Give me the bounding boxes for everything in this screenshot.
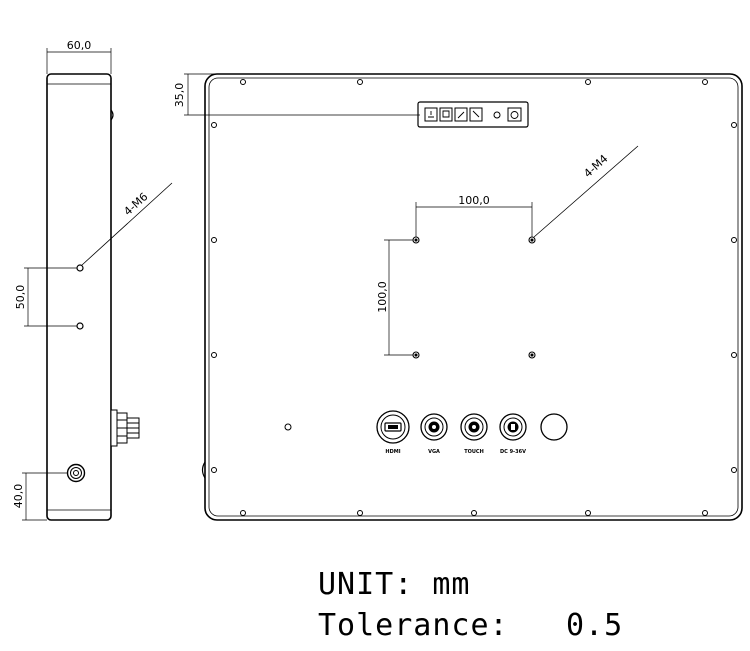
m6-hole [76, 264, 84, 272]
port-label-dc: DC 9-36V [500, 449, 526, 455]
side-view-body [46, 73, 112, 521]
tolerance-value: 0.5 [566, 608, 623, 643]
button-panel [417, 101, 529, 128]
side-connector [110, 409, 140, 447]
port-label-hdmi: HDMI [385, 449, 400, 455]
vesa-holes [412, 236, 536, 359]
border-screws [211, 79, 737, 516]
dc-port [499, 413, 527, 441]
m6-hole-label: 4-M6 [121, 190, 150, 218]
unit-note: UNIT: mm [318, 567, 471, 602]
hdmi-port [376, 410, 410, 444]
vesa-vertical-dim: 100,0 [376, 281, 389, 313]
tolerance-label: Tolerance: [318, 608, 509, 643]
rear-top-dim: 35,0 [173, 83, 186, 108]
vga-port [420, 413, 448, 441]
side-width-dim: 60,0 [67, 39, 92, 52]
blank-plug [540, 413, 568, 441]
side-hole-spacing-dim: 50,0 [14, 285, 27, 310]
rear-view-inner [208, 77, 739, 517]
port-label-vga: VGA [428, 449, 440, 455]
rear-view [184, 73, 743, 521]
side-view [22, 48, 173, 521]
m4-hole-label: 4-M4 [581, 152, 610, 180]
side-bottom-dim: 40,0 [12, 484, 25, 509]
vesa-horizontal-dim: 100,0 [458, 194, 490, 207]
rear-view-outer [204, 73, 743, 521]
touch-port [460, 413, 488, 441]
port-label-touch: TOUCH [464, 449, 484, 455]
m6-hole [76, 322, 84, 330]
